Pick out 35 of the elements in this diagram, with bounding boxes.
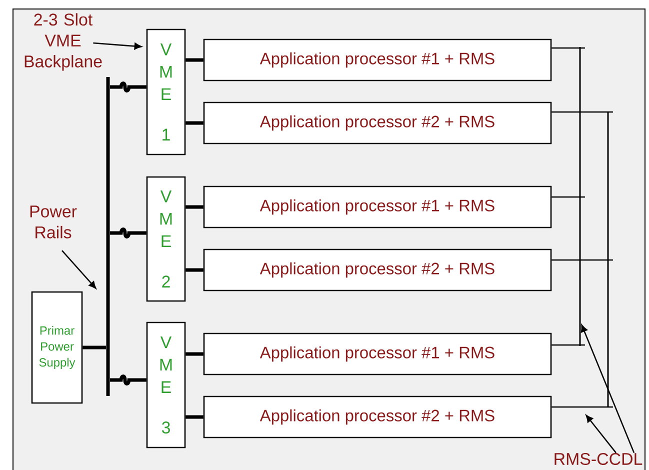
bus-line <box>607 112 609 408</box>
connector <box>186 205 204 209</box>
bus-link <box>552 259 613 261</box>
processor-box: Application processor #1 + RMS <box>203 186 552 228</box>
connector <box>186 268 204 272</box>
connector <box>110 82 146 92</box>
power-supply-box: Primar Power Supply <box>31 291 83 404</box>
processor-box: Application processor #2 + RMS <box>203 248 552 292</box>
leader-arrow <box>62 250 96 289</box>
bus-link <box>552 344 585 346</box>
leader-arrow <box>93 42 142 50</box>
connector <box>110 374 146 386</box>
bus-link <box>552 196 585 198</box>
backplane-box: V M E 3 <box>146 322 186 448</box>
connector <box>82 346 106 350</box>
processor-box: Application processor #2 + RMS <box>203 102 552 144</box>
bus-link <box>552 47 585 49</box>
processor-box: Application processor #1 + RMS <box>203 38 552 82</box>
connector <box>186 121 204 125</box>
backplane-box: V M E 2 <box>146 176 186 302</box>
callout-label: Power Rails <box>30 206 77 238</box>
callout-label: 2-3 Slot VME Backplane <box>24 13 102 71</box>
leader-arrow <box>586 414 617 454</box>
connector <box>186 415 204 419</box>
leader-arrow <box>580 324 635 454</box>
power-rail <box>106 77 110 396</box>
processor-box: Application processor #1 + RMS <box>203 332 552 376</box>
connector <box>186 58 204 62</box>
connector <box>186 352 204 356</box>
processor-box: Application processor #2 + RMS <box>203 396 552 438</box>
connector <box>110 228 146 238</box>
bus-link <box>552 406 613 408</box>
bus-link <box>552 111 613 113</box>
callout-label: RMS-CCDL <box>554 453 642 465</box>
backplane-box: V M E 1 <box>146 28 186 156</box>
